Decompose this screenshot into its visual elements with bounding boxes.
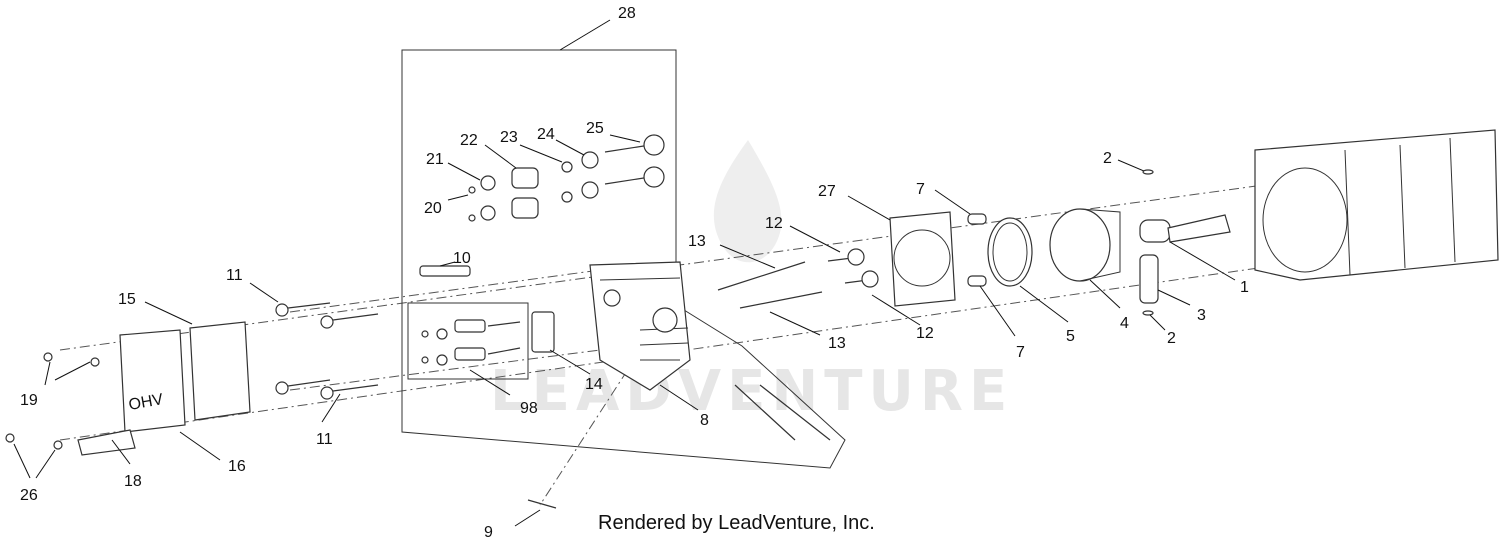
callout-7-top: 7 [916, 181, 925, 198]
cover-bracket [77, 429, 136, 456]
valve-cover: OHV [119, 329, 186, 433]
valve-cover-gasket [189, 321, 251, 421]
callout-15: 15 [118, 291, 136, 308]
callout-4: 4 [1120, 315, 1129, 332]
spark-plug [419, 265, 471, 277]
guide-plate [531, 311, 555, 353]
callout-27: 27 [818, 183, 836, 200]
watermark-flame-icon [713, 140, 782, 263]
rocker-kit-98-outline [407, 302, 529, 380]
callouts: 28 25 24 23 22 21 20 10 11 15 19 16 18 2… [20, 5, 1249, 541]
connecting-rod [1139, 214, 1231, 243]
callout-24: 24 [537, 126, 555, 143]
callout-18: 18 [124, 473, 142, 490]
valve-train-parts [468, 134, 665, 222]
callout-26: 26 [20, 487, 38, 504]
cylinder-head [589, 261, 691, 391]
callout-12-bottom: 12 [916, 325, 934, 342]
callout-21: 21 [426, 151, 444, 168]
push-rods [717, 261, 831, 441]
crankcase [1254, 129, 1499, 281]
callout-9: 9 [484, 524, 493, 541]
assembly-28-outline [401, 49, 846, 469]
circlip-lower [1142, 310, 1154, 316]
callout-12-top: 12 [765, 215, 783, 232]
piston-pin [1139, 254, 1159, 304]
callout-14: 14 [585, 376, 603, 393]
callout-7-bottom: 7 [1016, 344, 1025, 361]
piston-rings [987, 217, 1033, 287]
seal-9 [527, 499, 557, 509]
callout-5: 5 [1066, 328, 1075, 345]
watermark: LEADVENTURE [490, 140, 1013, 424]
footer-credit: Rendered by LeadVenture, Inc. [598, 512, 875, 534]
circlip-upper [1142, 169, 1154, 175]
cylinder-gasket [889, 211, 956, 307]
callout-98: 98 [520, 400, 538, 417]
callout-25: 25 [586, 120, 604, 137]
callout-13-top: 13 [688, 233, 706, 250]
watermark-text: LEADVENTURE [490, 359, 1013, 424]
callout-19: 19 [20, 392, 38, 409]
callout-11-top: 11 [226, 267, 243, 284]
callout-20: 20 [424, 200, 442, 217]
callout-23: 23 [500, 129, 518, 146]
gasket-bore [893, 229, 951, 287]
fasteners [5, 302, 379, 450]
callout-11-bottom: 11 [316, 431, 333, 448]
piston [1049, 208, 1111, 282]
leader-lines [13, 19, 1236, 527]
callout-22: 22 [460, 132, 478, 149]
callout-1: 1 [1240, 279, 1249, 296]
callout-2-bottom: 2 [1167, 330, 1176, 347]
callout-2-top: 2 [1103, 150, 1112, 167]
rocker-arms [421, 319, 521, 366]
callout-28: 28 [618, 5, 636, 22]
callout-8: 8 [700, 412, 709, 429]
callout-3: 3 [1197, 307, 1206, 324]
callout-13-bottom: 13 [828, 335, 846, 352]
callout-16: 16 [228, 458, 246, 475]
dowel-pin-upper [967, 213, 987, 225]
callout-10: 10 [453, 250, 471, 267]
cover-logo: OHV [127, 391, 164, 414]
dowel-pin-lower [967, 275, 987, 287]
